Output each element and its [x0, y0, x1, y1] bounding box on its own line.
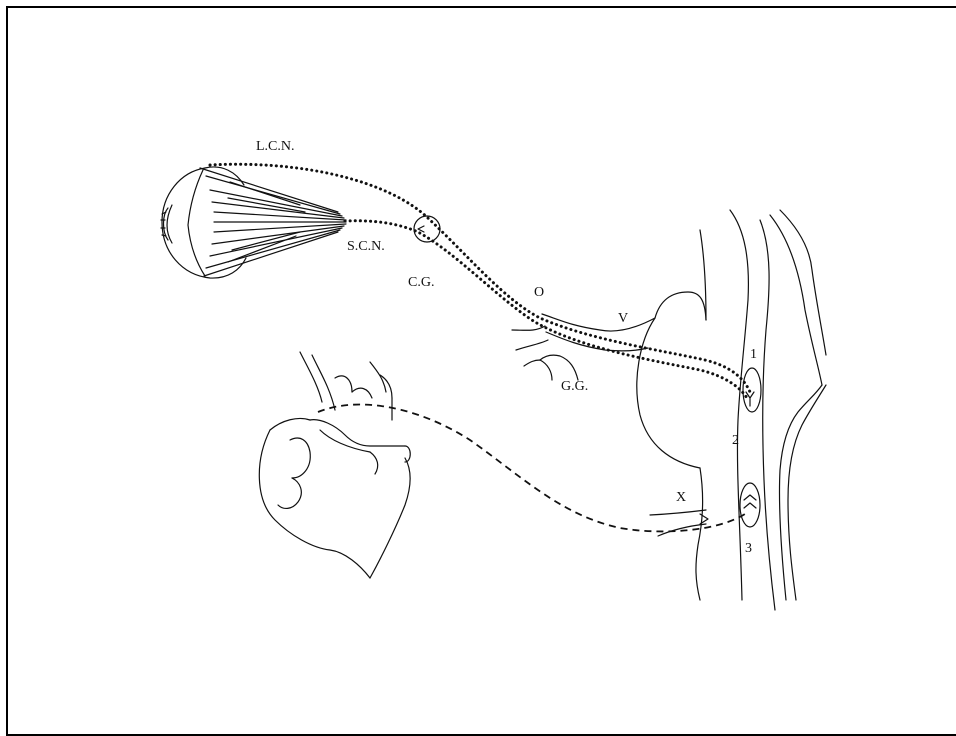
label-scn: S.C.N.	[347, 239, 385, 254]
reflex-pathway-diagram: L.C.N. S.C.N. C.G. O V G.G. 1 2 3 X	[0, 0, 956, 721]
label-x: X	[676, 490, 686, 505]
label-nucleus-1: 1	[750, 347, 757, 362]
nucleus-1-synapse	[746, 392, 754, 406]
label-nucleus-3: 3	[745, 541, 752, 556]
label-v: V	[618, 311, 628, 326]
label-gg: G.G.	[561, 379, 588, 394]
label-nucleus-2: 2	[732, 433, 739, 448]
eye-with-muscles	[161, 167, 346, 278]
short-ciliary-nerve-path	[345, 221, 748, 400]
nucleus-3-synapse	[744, 495, 756, 508]
label-lcn: L.C.N.	[256, 139, 295, 154]
nucleus-1	[743, 368, 761, 412]
brainstem	[637, 210, 826, 610]
nucleus-3	[740, 483, 760, 527]
trigeminal-nerve	[512, 314, 655, 380]
label-cg: C.G.	[408, 275, 434, 290]
ganglion-synapse-mark	[418, 226, 424, 232]
label-o: O	[534, 285, 544, 300]
heart	[259, 352, 410, 578]
